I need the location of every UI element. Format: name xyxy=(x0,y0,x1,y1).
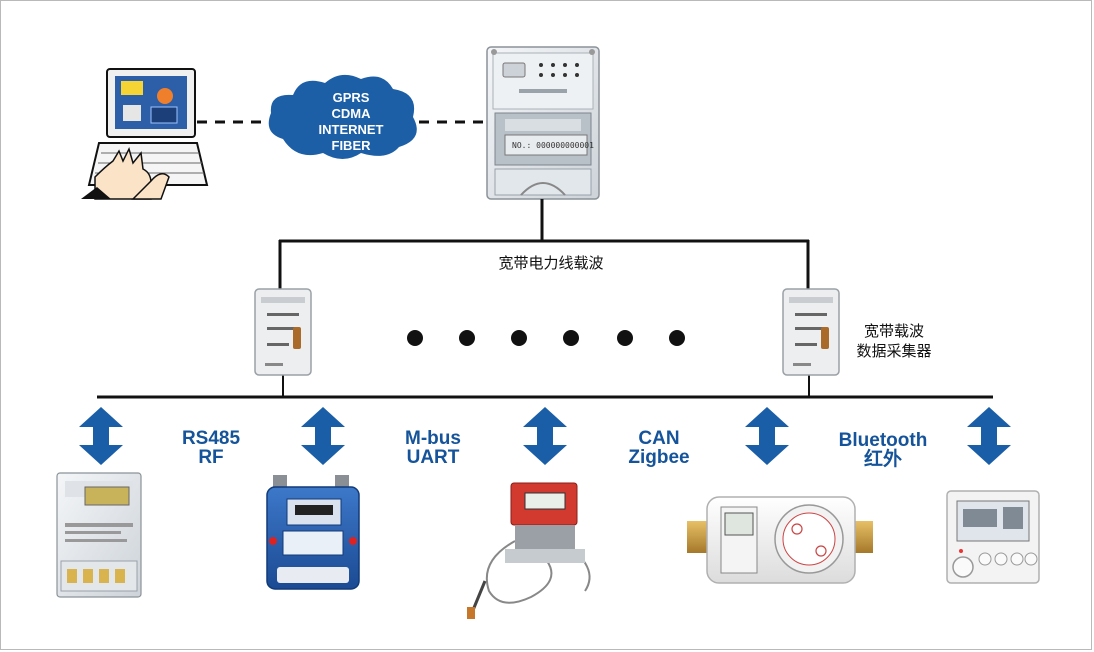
protocol-line: M-bus xyxy=(405,428,461,449)
collector-label: 宽带载波 数据采集器 xyxy=(839,321,949,361)
protocol-label-bluetooth-ir: Bluetooth 红外 xyxy=(823,431,943,469)
plc-bus xyxy=(97,199,993,399)
protocol-label-mbus-uart: M-bus UART xyxy=(385,429,481,467)
smart-meter-icon xyxy=(486,46,600,200)
collector-right xyxy=(782,288,840,376)
collector-label-line: 宽带载波 xyxy=(863,322,924,340)
network-type-labels: GPRS CDMA INTERNET FIBER xyxy=(293,90,409,154)
cloud-icon xyxy=(268,74,417,159)
double-arrow-icon xyxy=(79,407,123,465)
protocol-line: RS485 xyxy=(181,428,241,449)
thermostat xyxy=(946,490,1040,584)
double-arrow-icon xyxy=(967,407,1011,465)
water-meter xyxy=(687,496,873,584)
network-type: FIBER xyxy=(331,138,371,153)
protocol-line: CAN xyxy=(638,428,680,449)
network-type: GPRS xyxy=(332,90,370,105)
protocol-line: Bluetooth xyxy=(838,430,928,451)
network-type: INTERNET xyxy=(318,122,384,137)
network-type: CDMA xyxy=(331,106,371,121)
plc-bus-label: 宽带电力线载波 xyxy=(498,254,604,272)
collector-label-line: 数据采集器 xyxy=(856,342,932,360)
collector-left xyxy=(254,288,312,376)
protocol-line: RF xyxy=(198,447,224,468)
ellipsis-dots xyxy=(407,330,685,346)
computer-icon xyxy=(81,68,209,200)
electricity-meter xyxy=(56,472,142,598)
gas-meter xyxy=(266,475,360,590)
protocol-line: UART xyxy=(406,447,460,468)
double-arrow-icon xyxy=(523,407,567,465)
heat-meter xyxy=(467,482,591,619)
protocol-label-can-zigbee: CAN Zigbee xyxy=(607,429,711,467)
protocol-line: 红外 xyxy=(863,449,902,470)
double-arrow-icon xyxy=(745,407,789,465)
meter-id-label: NO.: 000000000001 xyxy=(512,141,594,150)
protocol-label-rs485-rf: RS485 RF xyxy=(165,429,257,467)
double-arrow-icon xyxy=(301,407,345,465)
protocol-line: Zigbee xyxy=(628,447,690,468)
